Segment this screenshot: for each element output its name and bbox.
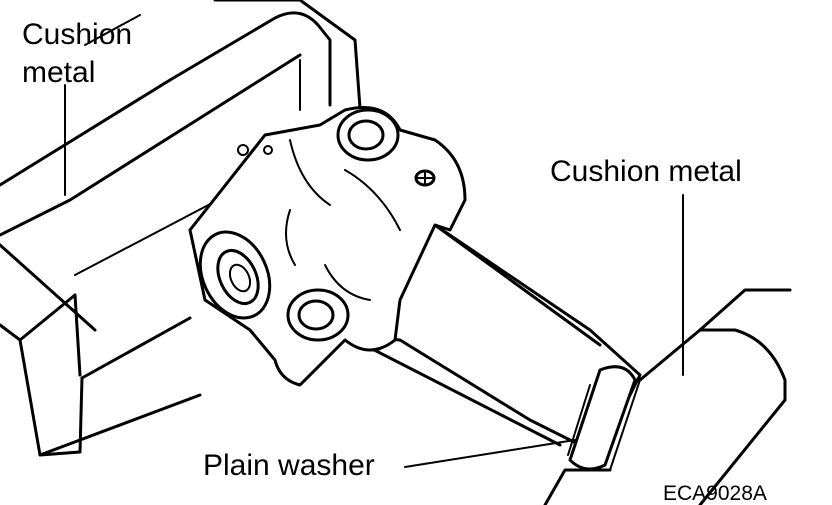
label-cushion-metal-right: Cushion metal [550,155,742,188]
bracket-head [188,106,467,387]
right-cushion-metal [543,288,792,505]
figure-code: ECA9028A [663,482,767,505]
plain-washer [567,365,637,471]
label-cushion-metal-left-line2: metal [22,56,95,89]
label-plain-washer: Plain washer [203,449,375,482]
leader-plain-washer [404,439,576,468]
label-cushion-metal-left-line1: Cushion [22,18,132,51]
